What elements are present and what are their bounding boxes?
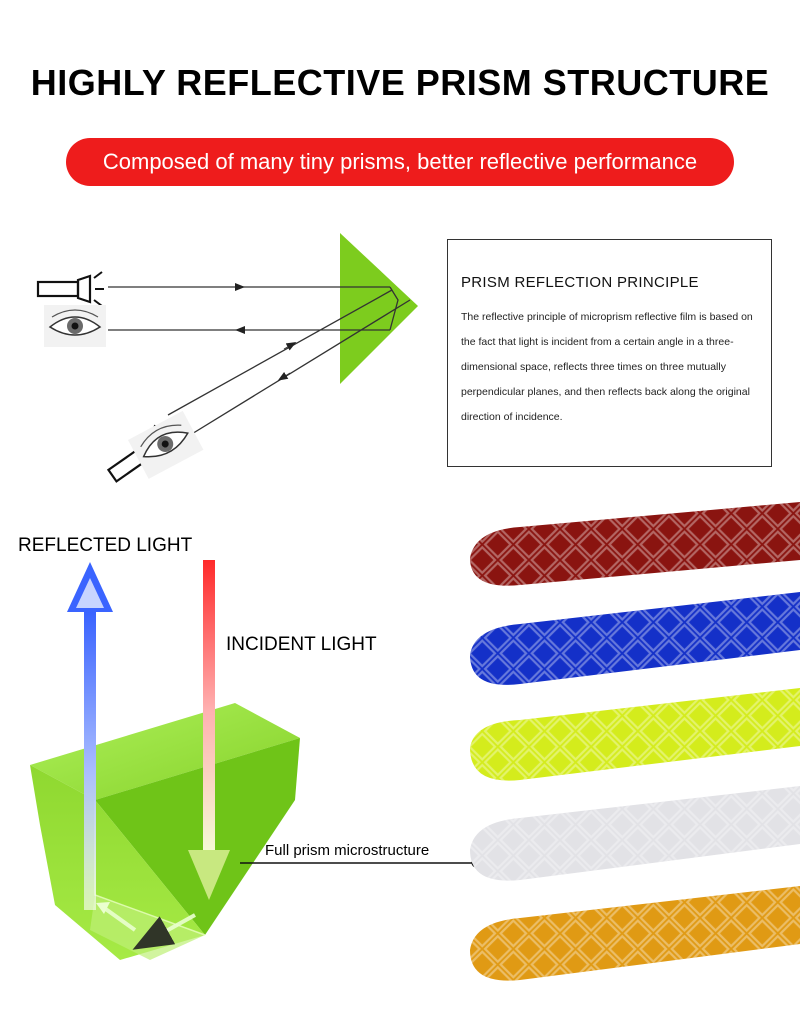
- prism-right-face: [95, 738, 300, 935]
- strip-red: [470, 502, 800, 586]
- prism-top-face: [30, 703, 300, 800]
- retroreflection-diagram: [36, 233, 418, 483]
- reflected-light-label: REFLECTED LIGHT: [18, 535, 193, 556]
- green-prism-triangle: [340, 233, 418, 384]
- incident-beam: [203, 560, 215, 860]
- strip-blue: [470, 592, 800, 685]
- principle-heading: PRISM REFLECTION PRINCIPLE: [461, 274, 699, 291]
- prism-3d-illustration: [30, 560, 300, 960]
- page-title: HIGHLY REFLECTIVE PRISM STRUCTURE: [30, 62, 770, 103]
- principle-body: The reflective principle of microprism r…: [461, 311, 753, 423]
- flashlight-icon: [36, 271, 104, 307]
- strip-orange: [470, 886, 800, 981]
- subtitle-banner: Composed of many tiny prisms, better ref…: [66, 138, 734, 186]
- reflective-strips: [470, 502, 800, 981]
- incident-arrowhead: [188, 850, 230, 900]
- microstructure-label: Full prism microstructure: [265, 842, 430, 859]
- principle-text-box: PRISM REFLECTION PRINCIPLE The reflectiv…: [447, 239, 772, 467]
- subtitle-text: Composed of many tiny prisms, better ref…: [102, 149, 698, 174]
- eye-icon: [128, 410, 204, 479]
- eye-icon: [44, 305, 106, 347]
- incident-light-label: INCIDENT LIGHT: [226, 634, 377, 655]
- strip-yellow: [470, 688, 800, 781]
- strip-white: [470, 786, 800, 881]
- reflected-beam: [84, 598, 96, 910]
- prism-left-face: [30, 765, 205, 960]
